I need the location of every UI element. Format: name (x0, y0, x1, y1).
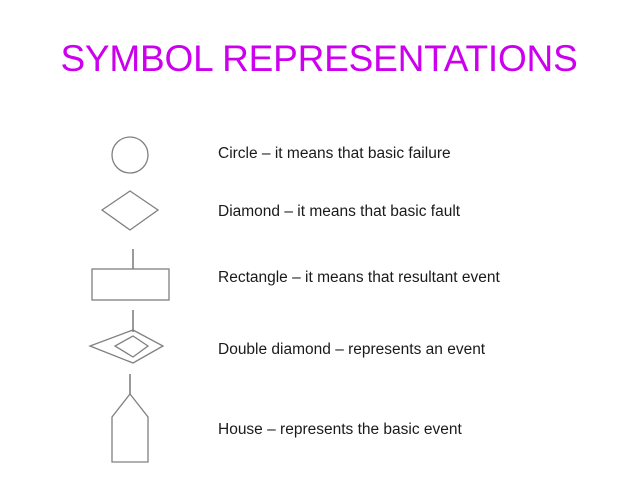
diamond-shape-icon (100, 190, 160, 231)
page-title: SYMBOL REPRESENTATIONS (60, 38, 578, 79)
rectangle-shape-icon (91, 249, 170, 301)
house-shape-icon (111, 374, 149, 463)
double-diamond-shape-icon (88, 310, 165, 364)
symbol-label-double-diamond: Double diamond – represents an event (218, 341, 486, 358)
symbol-label-rectangle: Rectangle – it means that resultant even… (218, 269, 500, 286)
symbol-label-house: House – represents the basic event (218, 421, 462, 438)
circle-shape-icon (111, 136, 149, 174)
symbol-label-circle: Circle – it means that basic failure (218, 145, 451, 162)
symbol-label-diamond: Diamond – it means that basic fault (218, 203, 461, 220)
